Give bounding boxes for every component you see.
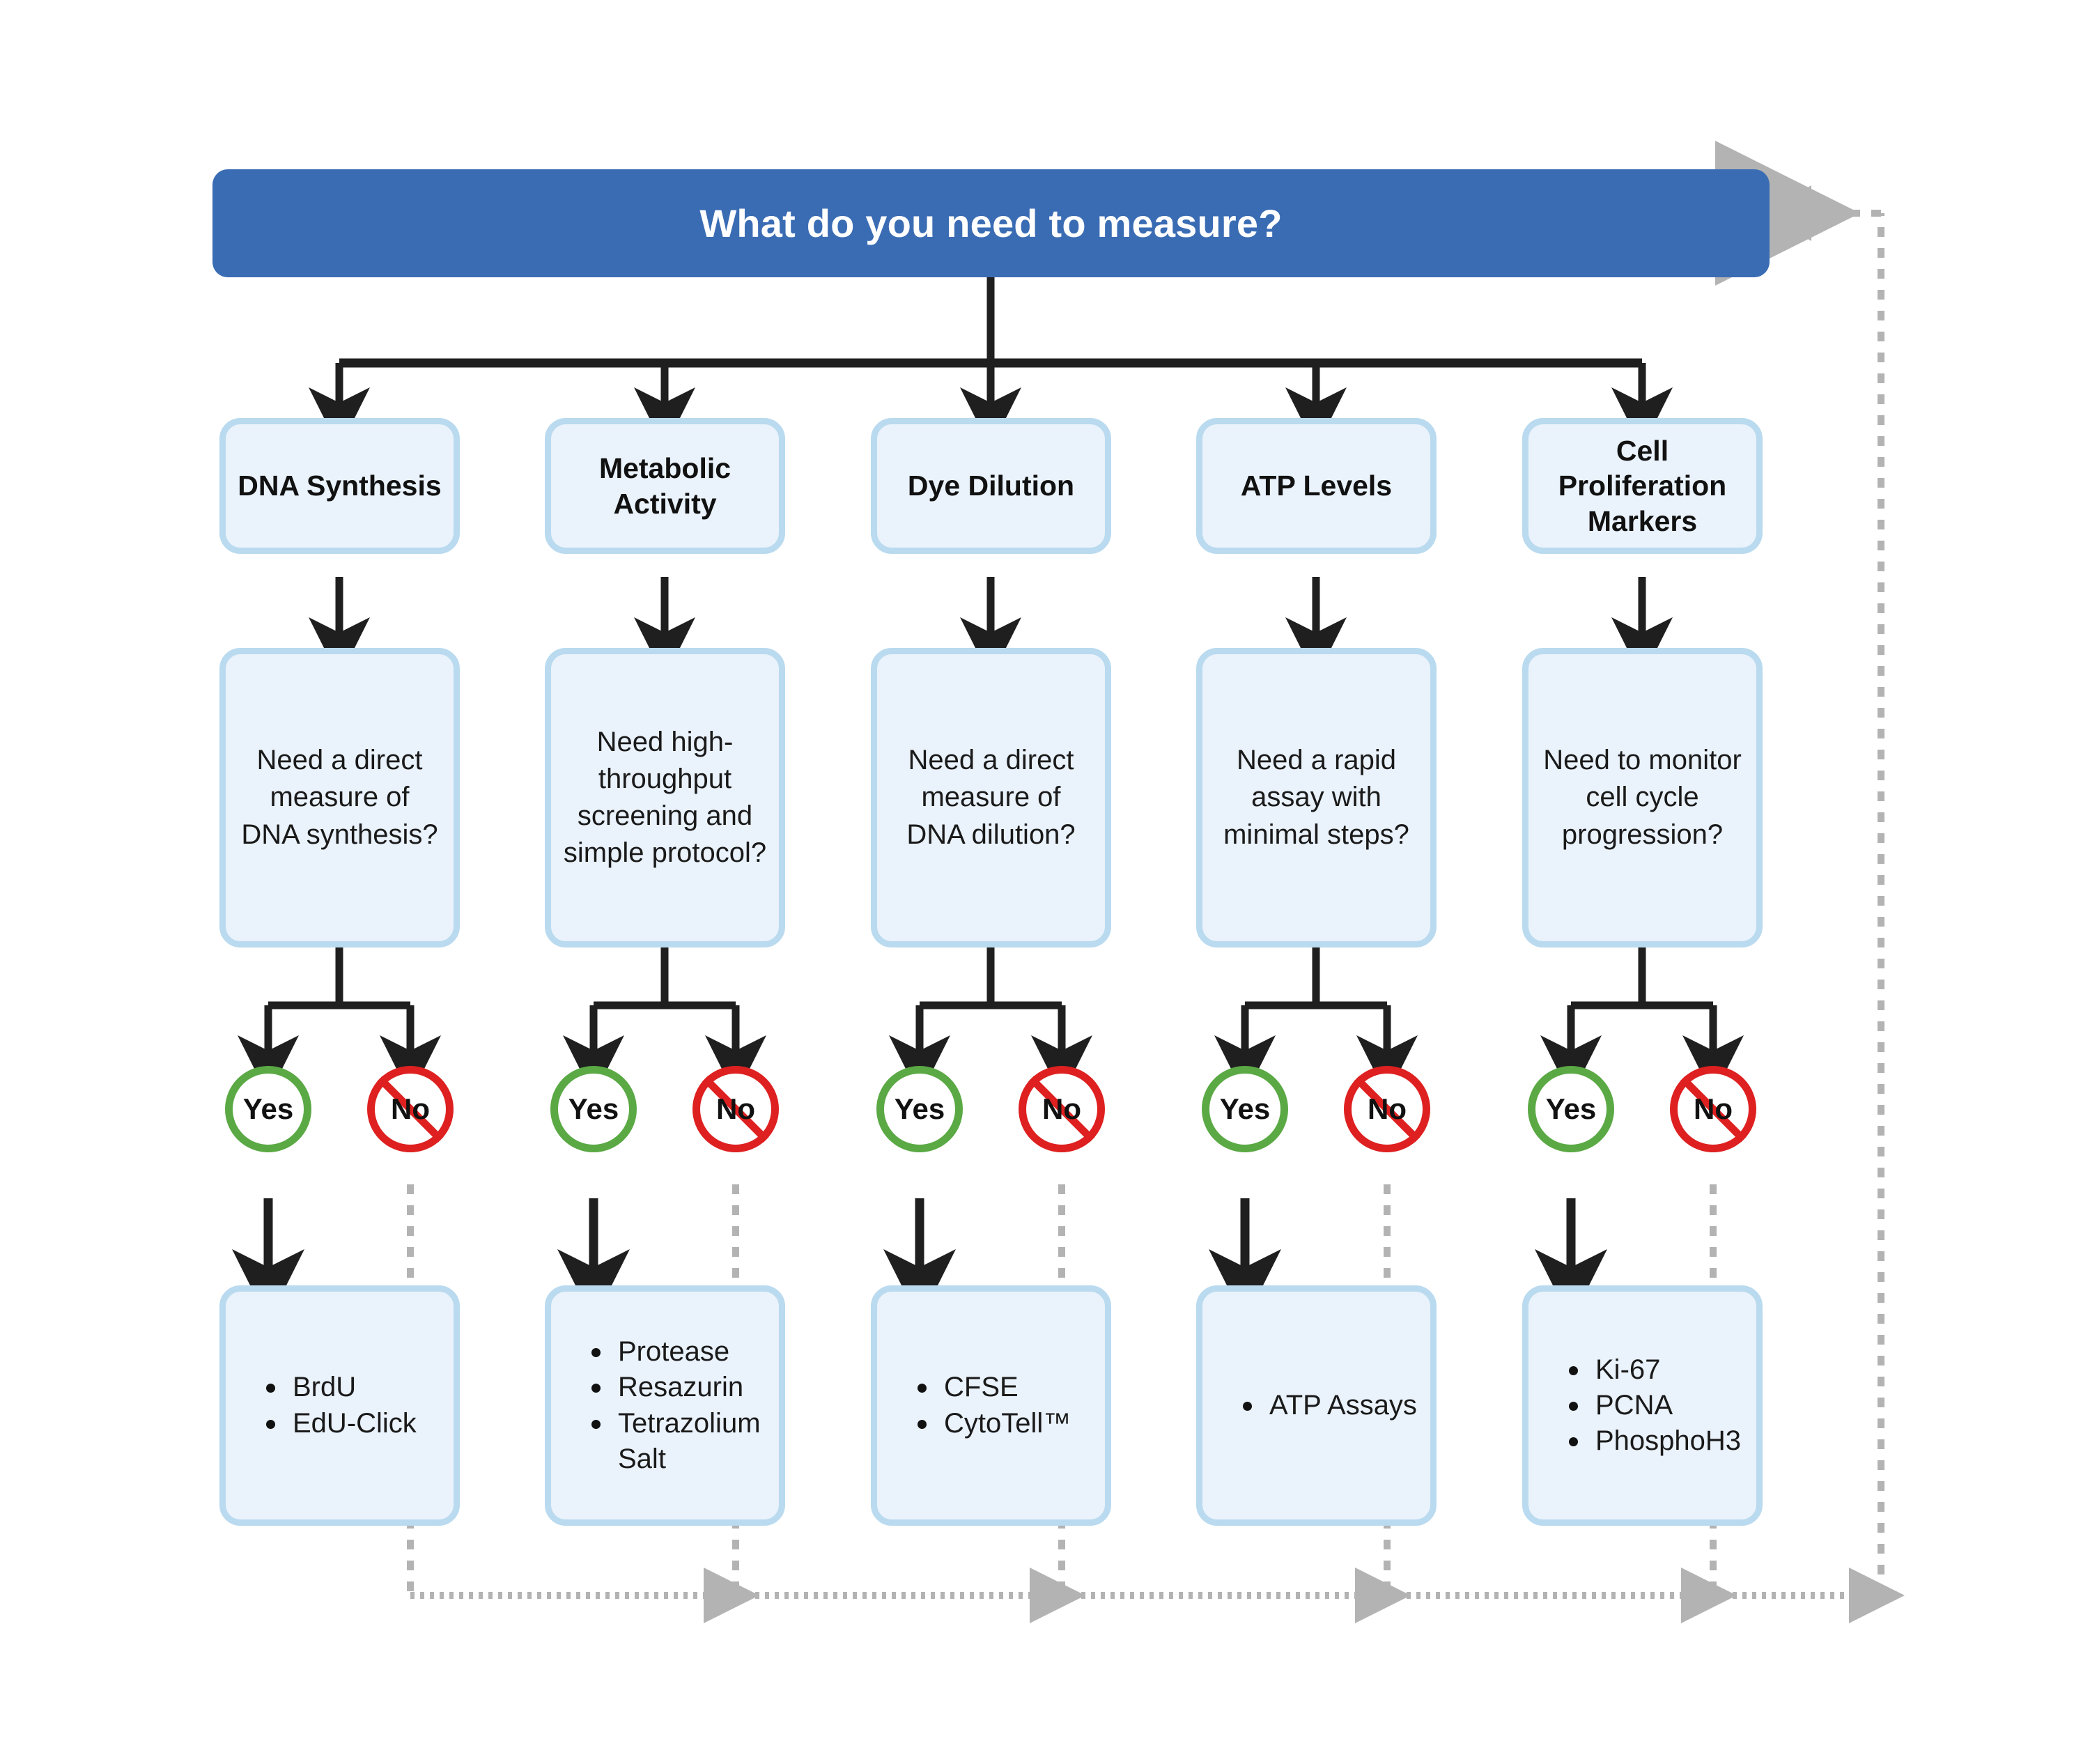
category-node-dye-dilution[interactable]: Dye Dilution <box>871 418 1111 554</box>
list-item: PCNA <box>1569 1388 1756 1423</box>
decision-yes-label: Yes <box>1219 1092 1271 1125</box>
decision-yes-cell-proliferation-markers[interactable]: Yes <box>1528 1066 1614 1152</box>
question-label: Need to monitor cell cycle progression? <box>1543 745 1742 850</box>
list-item: PhosphoH3 <box>1569 1423 1756 1459</box>
result-list: Protease Resazurin Tetrazolium Salt <box>551 1334 779 1477</box>
decision-no-dna-synthesis[interactable]: No <box>367 1066 454 1152</box>
decision-yes-label: Yes <box>1545 1092 1597 1125</box>
category-label: DNA Synthesis <box>238 470 442 502</box>
result-node-dna-synthesis[interactable]: BrdU EdU-Click <box>219 1285 460 1526</box>
list-item: BrdU <box>266 1370 454 1405</box>
decision-yes-dna-synthesis[interactable]: Yes <box>225 1066 311 1152</box>
category-label: Metabolic Activity <box>598 452 732 520</box>
result-list: BrdU EdU-Click <box>226 1370 454 1441</box>
category-node-atp-levels[interactable]: ATP Levels <box>1196 418 1437 554</box>
category-node-cell-proliferation-markers[interactable]: Cell Proliferation Markers <box>1522 418 1763 554</box>
decision-yes-label: Yes <box>242 1092 294 1125</box>
category-label: ATP Levels <box>1240 470 1393 502</box>
question-label: Need a direct measure of DNA synthesis? <box>241 745 438 850</box>
question-node-atp-levels[interactable]: Need a rapid assay with minimal steps? <box>1196 648 1437 947</box>
category-node-dna-synthesis[interactable]: DNA Synthesis <box>219 418 460 554</box>
list-item: CFSE <box>918 1370 1105 1405</box>
decision-no-atp-levels[interactable]: No <box>1344 1066 1430 1152</box>
category-label: Cell Proliferation Markers <box>1558 435 1727 537</box>
flowchart-title-banner: What do you need to measure? <box>212 169 1770 277</box>
result-list: Ki-67 PCNA PhosphoH3 <box>1528 1352 1756 1460</box>
decision-no-metabolic-activity[interactable]: No <box>692 1066 779 1152</box>
decision-yes-metabolic-activity[interactable]: Yes <box>550 1066 637 1152</box>
result-node-metabolic-activity[interactable]: Protease Resazurin Tetrazolium Salt <box>545 1285 785 1526</box>
list-item: Ki-67 <box>1569 1352 1756 1388</box>
category-label: Dye Dilution <box>907 470 1075 502</box>
decision-yes-label: Yes <box>894 1092 945 1125</box>
question-label: Need a direct measure of DNA dilution? <box>906 745 1076 850</box>
result-list: CFSE CytoTell™ <box>877 1370 1105 1441</box>
list-item: Protease <box>591 1334 779 1370</box>
decision-yes-dye-dilution[interactable]: Yes <box>876 1066 963 1152</box>
decision-no-label: No <box>1694 1092 1733 1125</box>
decision-yes-label: Yes <box>568 1092 619 1125</box>
decision-yes-atp-levels[interactable]: Yes <box>1202 1066 1288 1152</box>
edge-question-to-decisions <box>238 947 1744 1097</box>
decision-no-label: No <box>1368 1092 1407 1125</box>
list-item: Tetrazolium Salt <box>591 1406 779 1477</box>
result-list: ATP Assays <box>1202 1388 1430 1423</box>
edge-category-to-question <box>309 577 1673 679</box>
result-node-cell-proliferation-markers[interactable]: Ki-67 PCNA PhosphoH3 <box>1522 1285 1763 1526</box>
question-node-cell-proliferation-markers[interactable]: Need to monitor cell cycle progression? <box>1522 648 1763 947</box>
edge-yes-to-result <box>232 1198 1607 1322</box>
decision-no-dye-dilution[interactable]: No <box>1019 1066 1105 1152</box>
list-item: EdU-Click <box>266 1406 454 1441</box>
page-title: What do you need to measure? <box>699 201 1283 245</box>
edge-title-to-bus <box>339 277 1642 368</box>
category-node-metabolic-activity[interactable]: Metabolic Activity <box>545 418 785 554</box>
result-node-dye-dilution[interactable]: CFSE CytoTell™ <box>871 1285 1111 1526</box>
decision-no-label: No <box>1042 1092 1081 1125</box>
question-label: Need high-throughput screening and simpl… <box>563 726 767 869</box>
list-item: ATP Assays <box>1243 1388 1430 1423</box>
decision-no-label: No <box>391 1092 430 1125</box>
list-item: Resazurin <box>591 1370 779 1405</box>
decision-no-cell-proliferation-markers[interactable]: No <box>1670 1066 1756 1152</box>
result-node-atp-levels[interactable]: ATP Assays <box>1196 1285 1437 1526</box>
list-item: CytoTell™ <box>918 1406 1105 1441</box>
question-label: Need a rapid assay with minimal steps? <box>1223 745 1409 850</box>
decision-no-label: No <box>716 1092 755 1125</box>
question-node-dye-dilution[interactable]: Need a direct measure of DNA dilution? <box>871 648 1111 947</box>
edge-bus-to-categories <box>309 363 1673 449</box>
question-node-dna-synthesis[interactable]: Need a direct measure of DNA synthesis? <box>219 648 460 947</box>
question-node-metabolic-activity[interactable]: Need high-throughput screening and simpl… <box>545 648 785 947</box>
